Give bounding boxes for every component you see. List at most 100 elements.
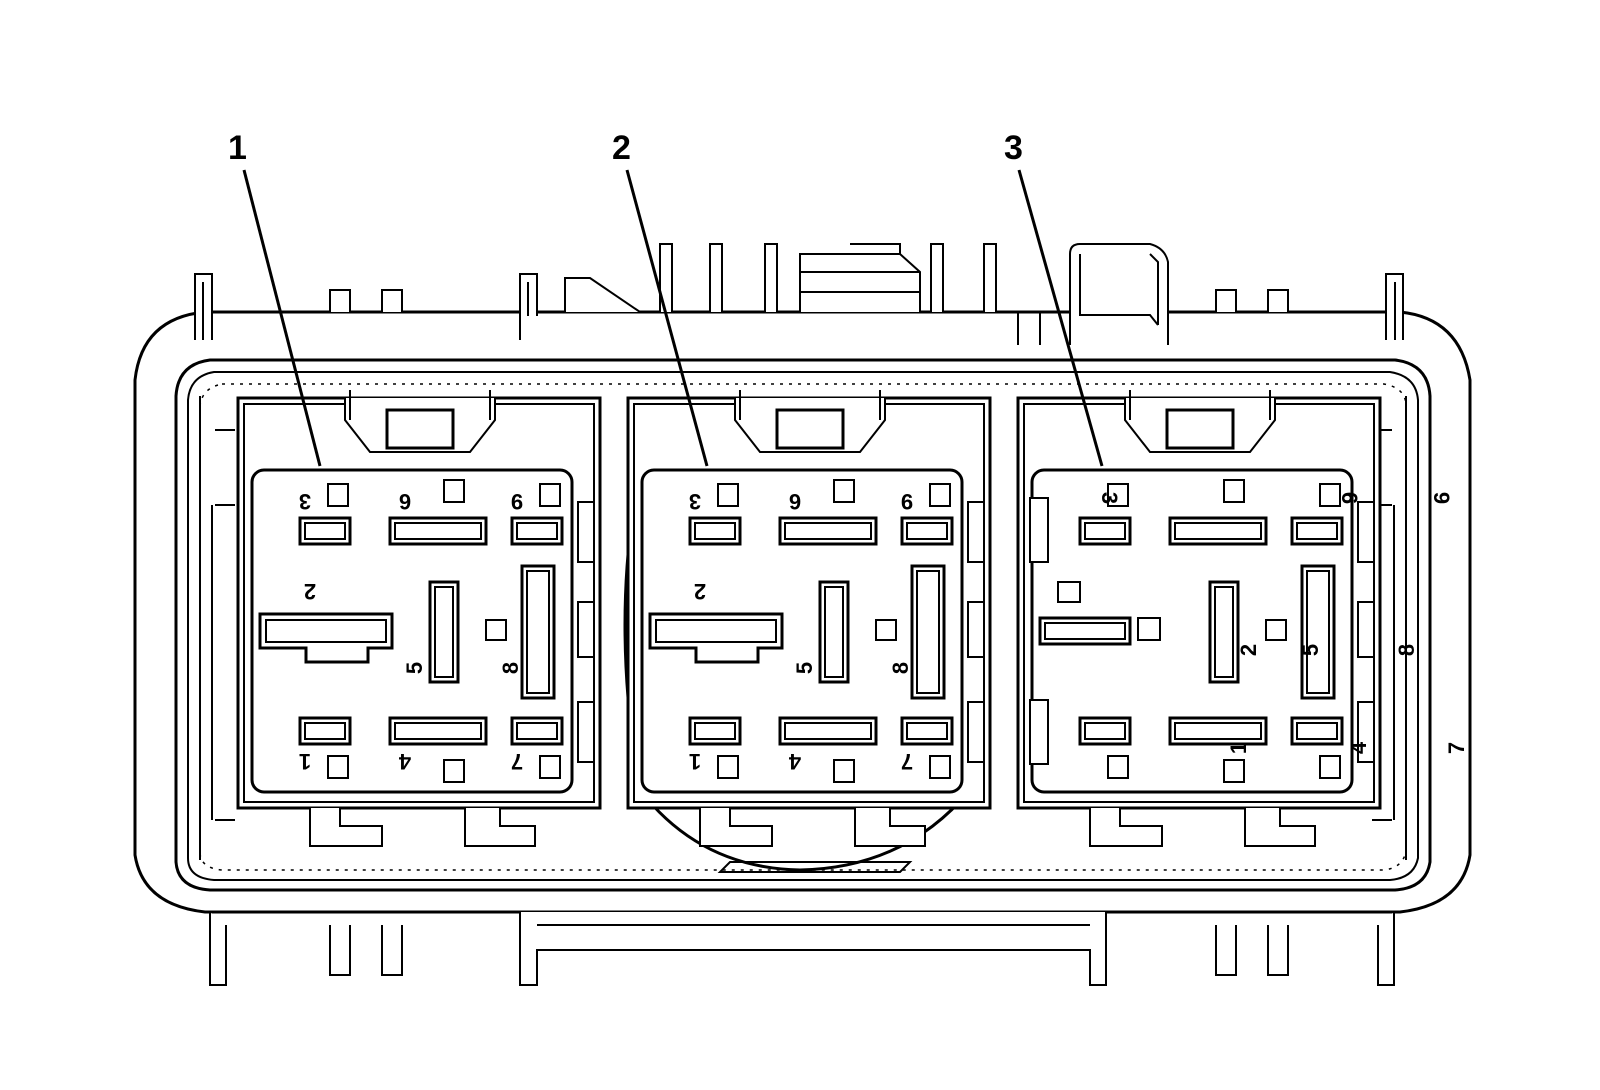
terminal-2-outer xyxy=(258,612,394,664)
polarity-square xyxy=(443,759,465,783)
terminal-9-outer xyxy=(900,516,954,546)
terminal-9-inner xyxy=(906,522,948,540)
terminal-2-outer xyxy=(648,612,784,664)
relay-side-tab xyxy=(577,701,595,763)
terminal-4 xyxy=(1168,716,1268,746)
pin-label-3: 3 xyxy=(689,489,701,514)
pin-label-2: 2 xyxy=(694,579,706,604)
relay-side-tab xyxy=(967,501,985,563)
terminal-6-outer xyxy=(1168,516,1268,546)
relay-socket-face xyxy=(1030,468,1354,794)
terminal-2-inner xyxy=(655,619,777,643)
pin-label-6: 6 xyxy=(1337,492,1362,504)
polarity-square xyxy=(327,483,349,507)
terminal-9 xyxy=(900,516,954,546)
pin-label-7: 7 xyxy=(511,749,523,774)
polarity-square xyxy=(1223,759,1245,783)
terminal-4-outer xyxy=(388,716,488,746)
pin-label-4: 4 xyxy=(398,749,411,774)
pin-label-8: 8 xyxy=(498,662,523,674)
pin-label-1: 1 xyxy=(689,749,701,774)
terminal-7-outer xyxy=(1290,716,1344,746)
terminal-5 xyxy=(818,580,850,684)
pin-label-8: 8 xyxy=(1394,644,1419,656)
terminal-6-inner xyxy=(1174,522,1262,540)
terminal-7 xyxy=(510,716,564,746)
pin-label-8: 8 xyxy=(888,662,913,674)
leader-line-1 xyxy=(242,169,322,467)
relay-foot-left xyxy=(699,808,773,847)
terminal-1-outer xyxy=(688,716,742,746)
terminal-4-inner xyxy=(1174,722,1262,740)
pin-label-2: 2 xyxy=(304,579,316,604)
terminal-6 xyxy=(388,516,488,546)
terminal-4 xyxy=(388,716,488,746)
terminal-7-inner xyxy=(516,722,558,740)
terminal-6-inner xyxy=(394,522,482,540)
polarity-square xyxy=(539,483,561,507)
terminal-1-outer xyxy=(1078,716,1132,746)
polarity-square xyxy=(1057,581,1081,603)
terminal-4-outer xyxy=(1168,716,1268,746)
terminal-6-outer xyxy=(388,516,488,546)
terminal-7-outer xyxy=(900,716,954,746)
callouts: 1 2 3 xyxy=(228,129,1104,467)
polarity-square xyxy=(717,755,739,779)
pin-label-3: 3 xyxy=(1097,492,1122,504)
terminal-8-inner xyxy=(526,570,550,694)
polarity-square xyxy=(1319,483,1341,507)
terminal-9 xyxy=(510,516,564,546)
polarity-square xyxy=(1107,483,1129,507)
terminal-7-inner xyxy=(906,722,948,740)
pin-label-7: 7 xyxy=(1444,742,1469,754)
pin-label-4: 4 xyxy=(788,749,801,774)
relay-latch-tab xyxy=(775,408,845,450)
pin-label-9: 9 xyxy=(901,489,913,514)
terminal-1-inner xyxy=(1084,722,1126,740)
terminal-3-inner xyxy=(304,522,346,540)
terminal-6 xyxy=(778,516,878,546)
polarity-square xyxy=(1319,755,1341,779)
terminal-9-inner xyxy=(1296,522,1338,540)
terminal-2-inner xyxy=(265,619,387,643)
polarity-square xyxy=(833,479,855,503)
terminal-1-inner xyxy=(304,722,346,740)
relay-socket-face xyxy=(250,468,574,794)
relay-side-tab xyxy=(1029,699,1049,765)
terminal-1-inner xyxy=(694,722,736,740)
polarity-square xyxy=(327,755,349,779)
pin-label-9: 9 xyxy=(511,489,523,514)
pin-label-5: 5 xyxy=(1298,644,1323,656)
pin-label-1: 1 xyxy=(299,749,311,774)
polarity-square xyxy=(1223,479,1245,503)
terminal-1 xyxy=(688,716,742,746)
polarity-square xyxy=(833,759,855,783)
terminal-9-inner xyxy=(516,522,558,540)
terminal-6-inner xyxy=(784,522,872,540)
polarity-square xyxy=(1265,619,1287,641)
pin-label-4: 4 xyxy=(1346,741,1371,754)
pin-label-6: 6 xyxy=(399,489,411,514)
leader-line-3 xyxy=(1017,169,1104,467)
terminal-1-outer xyxy=(298,716,352,746)
polarity-square xyxy=(443,479,465,503)
terminal-8 xyxy=(910,564,946,700)
relay-side-tab xyxy=(967,701,985,763)
relay-side-tab xyxy=(967,601,985,658)
terminal-8-inner xyxy=(1306,570,1330,694)
terminal-4-inner xyxy=(394,722,482,740)
terminal-2-outer xyxy=(1038,616,1132,646)
terminal-3 xyxy=(1078,516,1132,546)
terminal-4-inner xyxy=(784,722,872,740)
polarity-square xyxy=(717,483,739,507)
terminal-6 xyxy=(1168,516,1268,546)
terminal-1 xyxy=(298,716,352,746)
terminal-2-inner xyxy=(1044,622,1126,640)
leader-line-2 xyxy=(625,169,709,467)
relay-latch-tab xyxy=(1165,408,1235,450)
relay-foot-right xyxy=(1244,808,1316,847)
terminal-1 xyxy=(1078,716,1132,746)
terminal-7-outer xyxy=(510,716,564,746)
